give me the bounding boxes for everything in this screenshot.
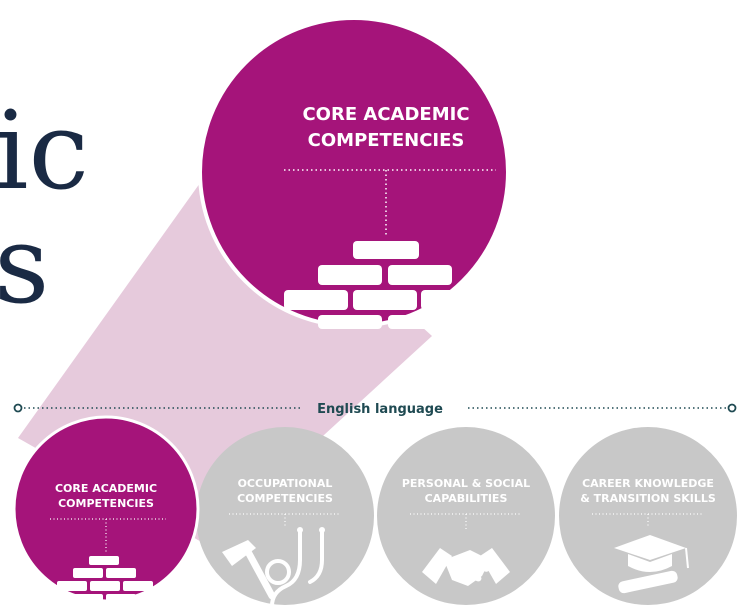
- core-title-line1: CORE ACADEMIC: [55, 482, 157, 495]
- bar-label: English language: [317, 402, 443, 417]
- zoom-title-line2: COMPETENCIES: [308, 130, 465, 151]
- occupational-title-line1: OCCUPATIONAL: [238, 477, 333, 490]
- heading-fragment-line2: s: [0, 203, 50, 328]
- circle-career-knowledge[interactable]: CAREER KNOWLEDGE & TRANSITION SKILLS: [559, 427, 737, 605]
- bricks-icon: [57, 556, 153, 602]
- career-title-line1: CAREER KNOWLEDGE: [582, 477, 714, 490]
- career-title-line2: & TRANSITION SKILLS: [580, 492, 716, 505]
- zoom-title-line1: CORE ACADEMIC: [302, 104, 469, 125]
- english-language-bar: English language: [13, 402, 737, 417]
- circle-occupational[interactable]: OCCUPATIONAL COMPETENCIES: [196, 427, 374, 608]
- bricks-icon: [284, 241, 487, 329]
- circle-personal-social[interactable]: PERSONAL & SOCIAL CAPABILITIES: [377, 427, 555, 605]
- circle-core-academic[interactable]: CORE ACADEMIC COMPETENCIES: [12, 415, 200, 603]
- zoom-circle: CORE ACADEMIC COMPETENCIES: [198, 16, 510, 329]
- handshake-icon: [422, 548, 510, 586]
- personal-title-line2: CAPABILITIES: [425, 492, 508, 505]
- bar-left-end: [13, 403, 23, 413]
- bar-right-end: [727, 403, 737, 413]
- graduation-cap-icon: [614, 535, 689, 594]
- core-title-line2: COMPETENCIES: [58, 497, 154, 510]
- occupational-title-line2: COMPETENCIES: [237, 492, 333, 505]
- heading-fragment-line1: ic: [0, 89, 90, 214]
- personal-title-line1: PERSONAL & SOCIAL: [402, 477, 530, 490]
- hammer-stethoscope-icon: [222, 527, 325, 608]
